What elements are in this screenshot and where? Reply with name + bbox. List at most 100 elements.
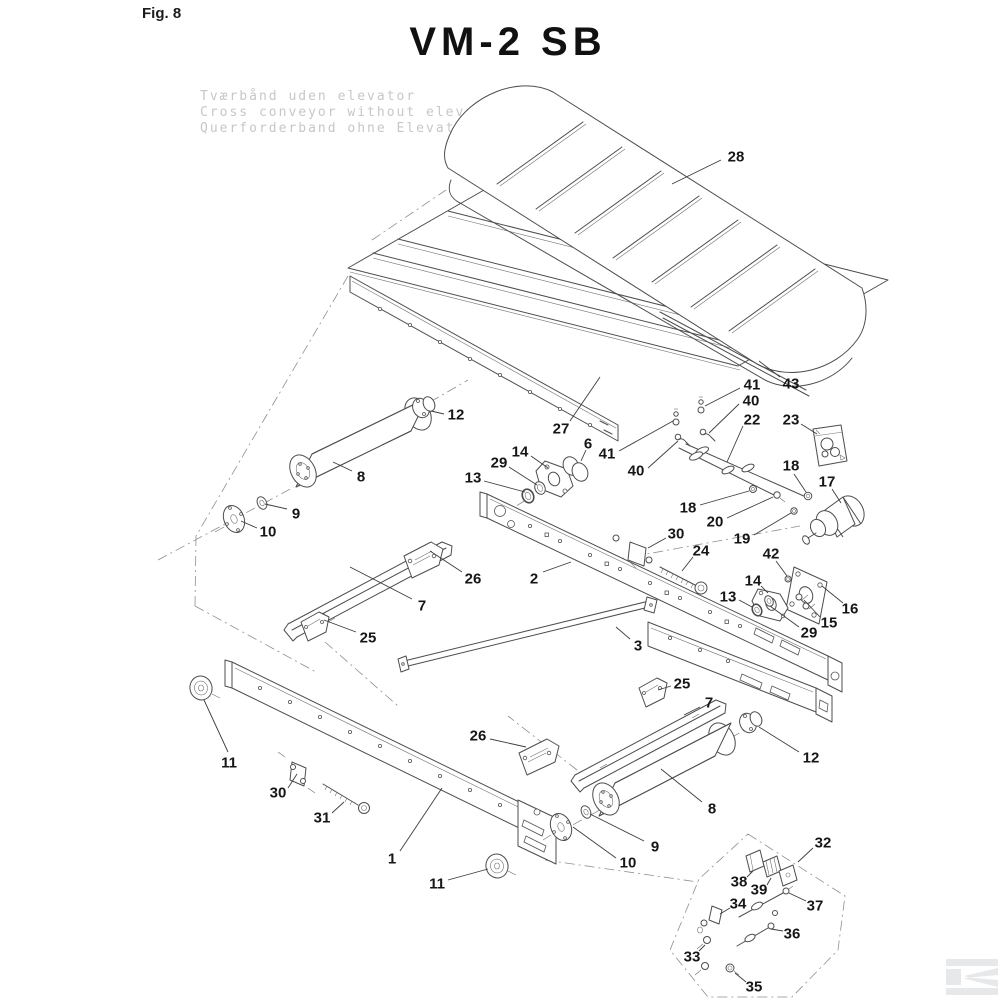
callout-33: 33 [684, 944, 706, 965]
callout-40: 40 [708, 392, 759, 434]
nut-42 [784, 575, 792, 583]
svg-text:14: 14 [745, 572, 762, 589]
subtitle-german: Querforderband ohne Elevator [200, 121, 475, 136]
callout-30: 30 [270, 773, 298, 801]
scraper-strip-43 [659, 311, 810, 397]
clamp-34 [697, 905, 723, 934]
eyebolt-24 [659, 566, 708, 595]
callout-43: 43 [758, 360, 800, 392]
svg-text:12: 12 [803, 749, 820, 766]
fitting-19 [790, 507, 798, 515]
callout-38: 38 [731, 870, 754, 890]
bracket-25-lower [638, 677, 668, 708]
svg-text:7: 7 [705, 694, 713, 711]
elbow-40-right [699, 428, 716, 442]
callout-9: 9 [264, 503, 300, 522]
callout-14: 14 [512, 443, 549, 469]
svg-text:34: 34 [730, 895, 747, 912]
svg-text:8: 8 [708, 800, 716, 817]
callout-12: 12 [758, 726, 820, 766]
callout-24: 24 [681, 542, 710, 572]
callout-9: 9 [589, 813, 659, 855]
callout-12: 12 [430, 406, 465, 423]
option-kit-inset-32 [669, 833, 846, 998]
fitting-18-mid [749, 485, 757, 493]
hub-12-upper [412, 396, 436, 419]
callout-18: 18 [680, 490, 750, 516]
svg-text:32: 32 [815, 834, 832, 851]
callout-28: 28 [671, 148, 745, 185]
bracket-26-lower [518, 738, 560, 776]
callout-11: 11 [203, 699, 237, 771]
svg-text:8: 8 [357, 468, 365, 485]
callout-23: 23 [783, 411, 818, 435]
svg-text:11: 11 [221, 754, 237, 771]
ring-9-upper [256, 496, 268, 510]
svg-text:27: 27 [553, 420, 570, 437]
knob-wheel-11-left [189, 675, 221, 701]
svg-text:26: 26 [465, 570, 482, 587]
callout-8: 8 [660, 768, 716, 817]
svg-text:39: 39 [751, 881, 768, 898]
plugs-33 [694, 936, 711, 976]
svg-text:28: 28 [728, 148, 745, 165]
flange-10-lower [542, 812, 573, 842]
hose-36 [736, 922, 775, 947]
svg-text:10: 10 [260, 523, 277, 540]
callout-26: 26 [470, 727, 527, 748]
callout-10: 10 [240, 520, 277, 540]
svg-text:33: 33 [684, 948, 701, 965]
fitting-41-left [672, 408, 680, 426]
roller-cap-6 [562, 456, 589, 482]
svg-text:43: 43 [783, 375, 800, 392]
callout-18: 18 [783, 457, 807, 493]
frame-rail-2 [479, 491, 843, 693]
callout-2: 2 [530, 561, 572, 587]
svg-text:40: 40 [628, 462, 645, 479]
svg-text:16: 16 [842, 600, 859, 617]
motor-mount-16 [785, 566, 828, 625]
callout-layer: 1236778899101011111212131314141516171818… [203, 148, 859, 995]
svg-text:9: 9 [651, 838, 659, 855]
svg-text:12: 12 [448, 406, 465, 423]
belt-cleats [496, 121, 819, 334]
callout-37: 37 [788, 892, 823, 914]
bearing-13-lower [751, 603, 763, 617]
svg-text:18: 18 [680, 499, 697, 516]
subtitle-danish: Tværbånd uden elevator [200, 89, 416, 104]
clamp-30-lower [277, 751, 316, 794]
svg-text:13: 13 [465, 469, 482, 486]
svg-text:36: 36 [784, 925, 801, 942]
callout-35: 35 [734, 972, 762, 995]
hub-12-lower [739, 711, 763, 734]
callout-14: 14 [745, 572, 769, 594]
ring-29-lower [764, 595, 774, 607]
svg-text:17: 17 [819, 473, 836, 490]
svg-text:22: 22 [744, 411, 761, 428]
callout-7: 7 [349, 566, 426, 614]
callout-15: 15 [803, 599, 838, 631]
callout-6: 6 [580, 435, 592, 462]
callout-29: 29 [769, 605, 817, 641]
svg-text:7: 7 [418, 597, 426, 614]
figure-number: Fig. 8 [142, 5, 181, 22]
callout-22: 22 [726, 411, 761, 463]
slide-rail-7-lower [570, 699, 727, 793]
svg-text:15: 15 [821, 614, 838, 631]
callout-34: 34 [719, 895, 747, 915]
screw-31 [322, 783, 370, 814]
callout-8: 8 [332, 461, 365, 485]
svg-text:1: 1 [388, 850, 396, 867]
callout-10: 10 [572, 826, 636, 871]
callout-39: 39 [751, 877, 772, 898]
svg-text:3: 3 [634, 637, 642, 654]
ring-29-upper [534, 481, 546, 495]
subtitle-english: Cross conveyor without elevator [200, 105, 505, 120]
callout-7: 7 [683, 694, 713, 716]
callout-31: 31 [314, 801, 345, 826]
callout-42: 42 [763, 545, 788, 577]
svg-text:24: 24 [693, 542, 710, 559]
svg-text:30: 30 [668, 525, 685, 542]
callout-30: 30 [647, 525, 685, 549]
bearing-13-upper [521, 488, 535, 504]
